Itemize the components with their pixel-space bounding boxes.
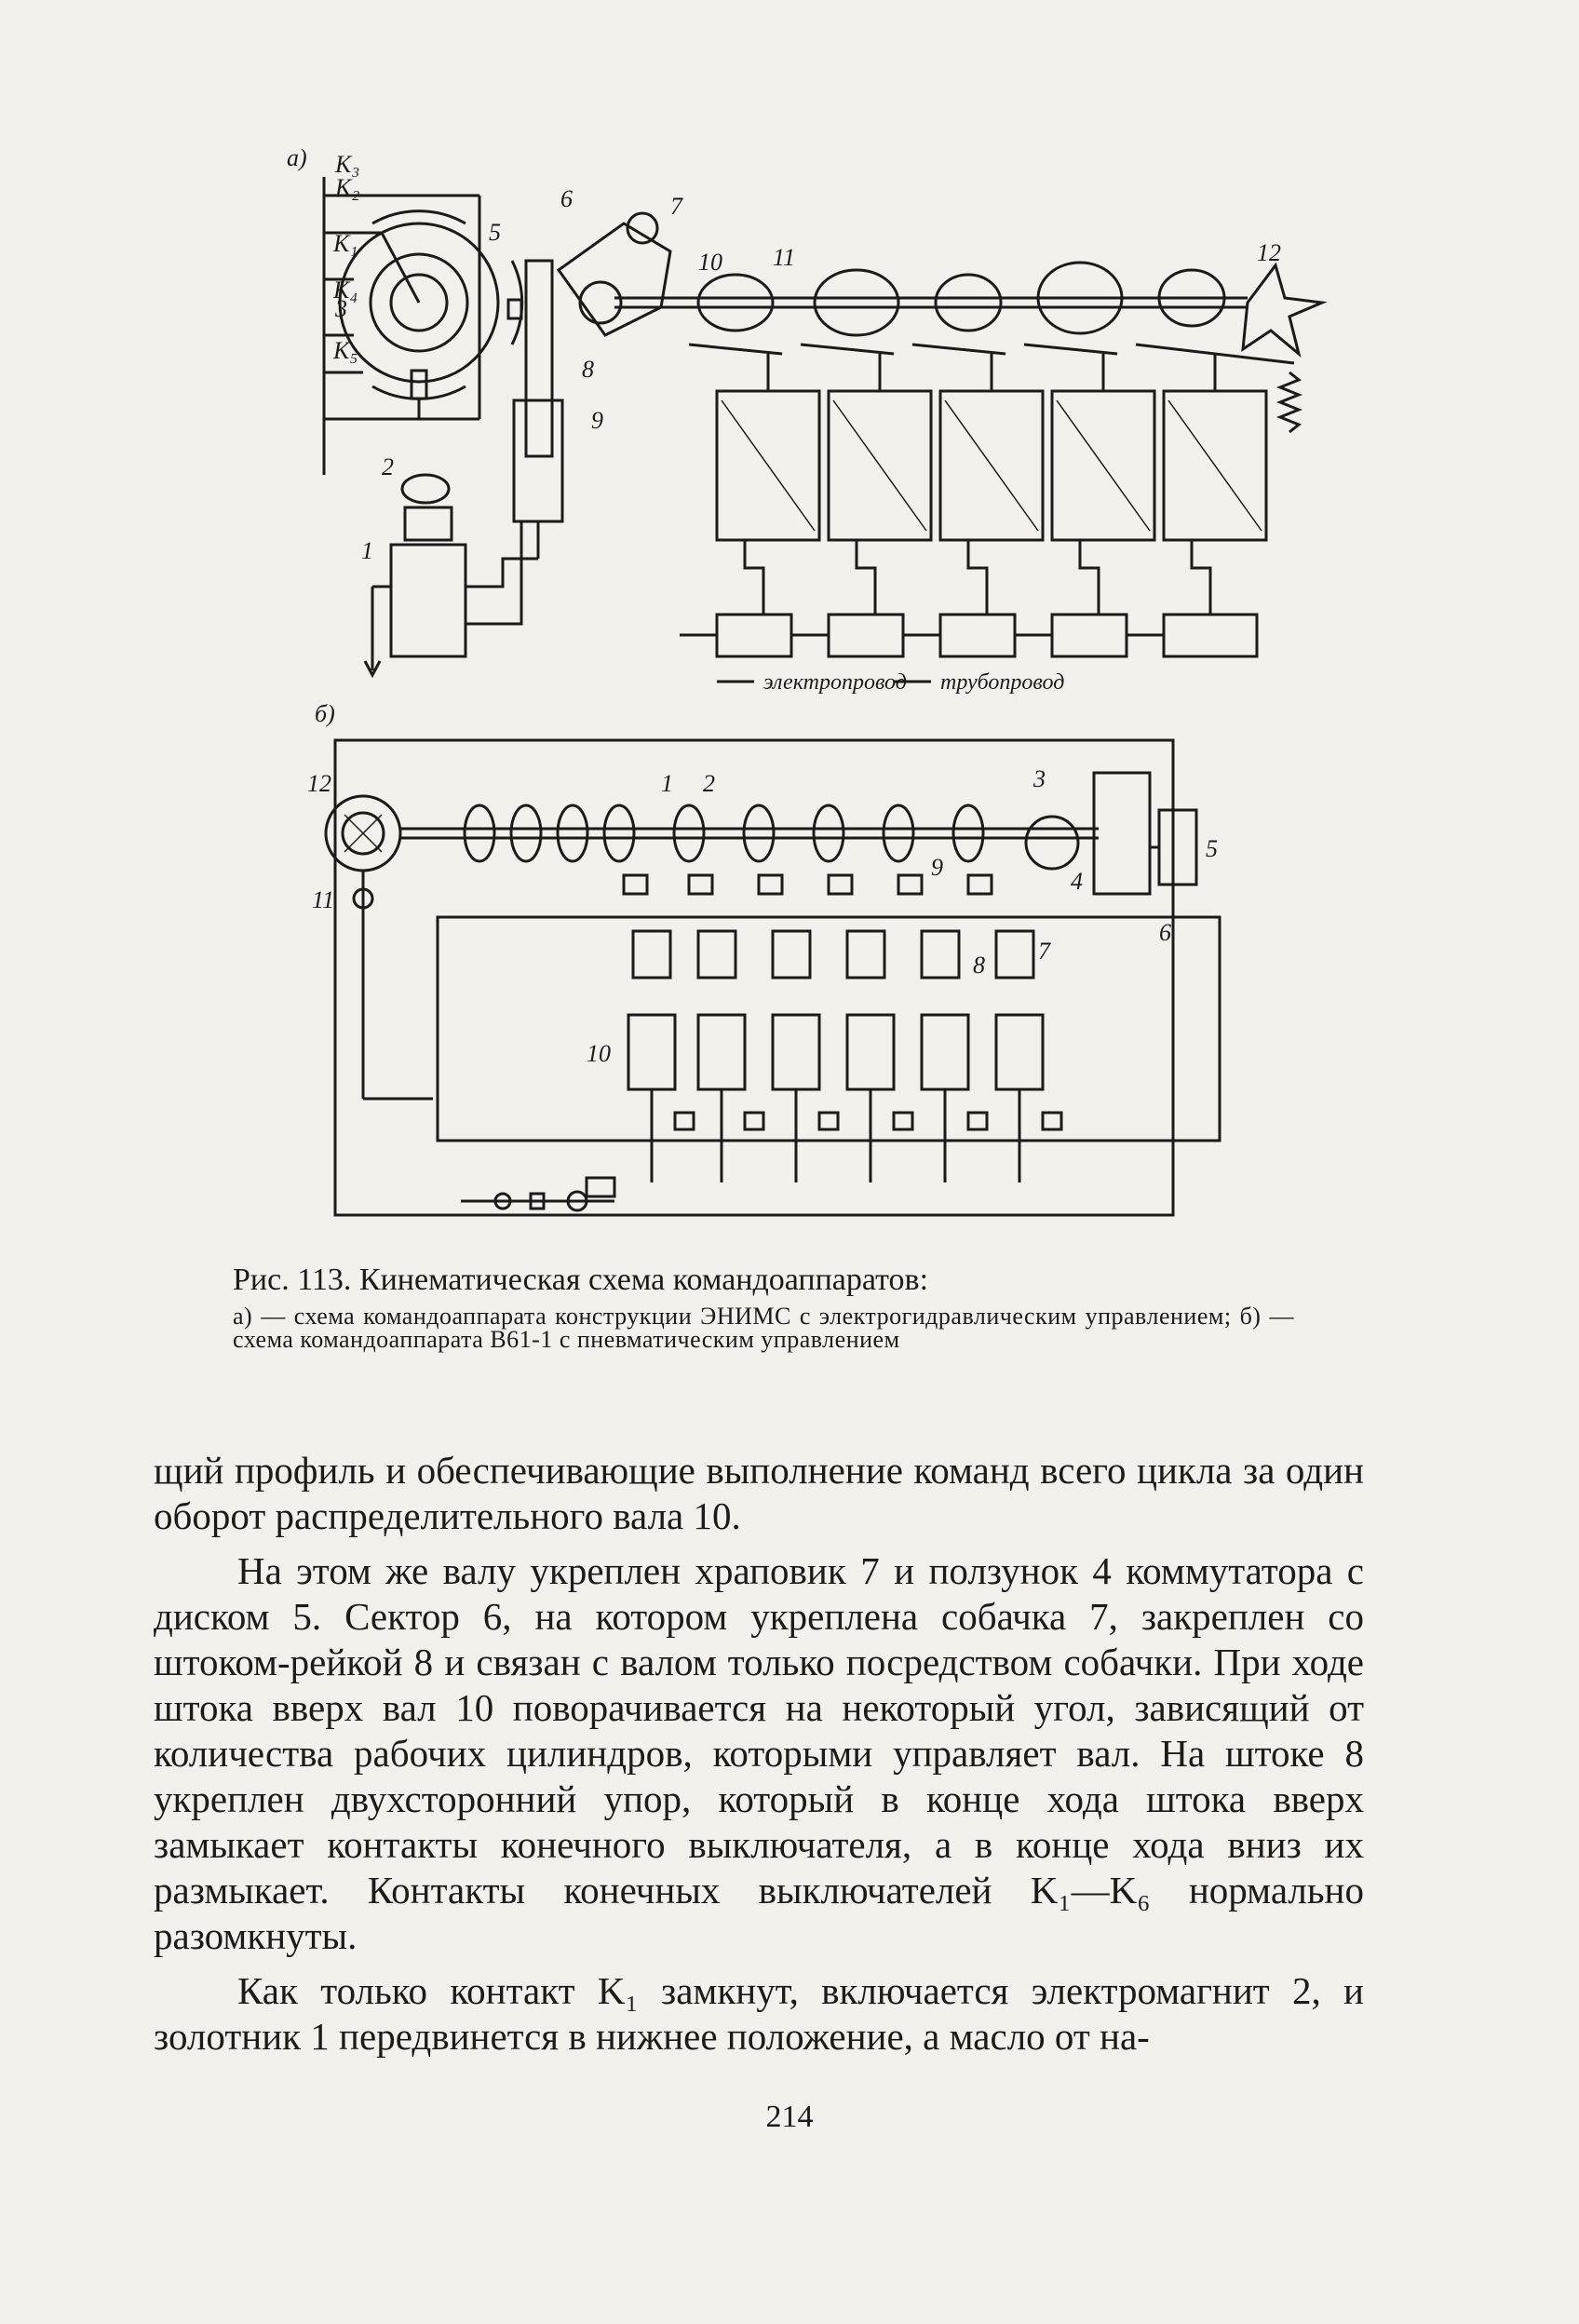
label-6b: 6 [1159, 919, 1171, 946]
label-8a: 8 [582, 356, 594, 383]
label-11a: 11 [773, 244, 795, 271]
label-k4: K₄ [332, 277, 358, 304]
paragraph-2: На этом же валу укреплен храповик 7 и по… [154, 1549, 1364, 1957]
page-number: 214 [765, 2100, 814, 2134]
figure-caption: Рис. 113. Кинематическая схема командоап… [233, 1262, 1294, 1353]
label-2b: 2 [703, 770, 715, 797]
label-5a: 5 [489, 219, 501, 246]
legend-pipe: трубопровод [940, 670, 1064, 695]
label-3a: 3 [334, 295, 347, 322]
label-7a: 7 [670, 193, 683, 220]
label-10a: 10 [698, 249, 722, 276]
label-9a: 9 [591, 407, 603, 434]
paragraph-3: Как только контакт K₁ замкнут, включаетс… [154, 1969, 1364, 2058]
label-k2: K₂ [334, 174, 359, 201]
figure-113: а) K₃ K₂ K₁ K₄ K₅ 5 3 2 1 6 7 10 11 8 9 … [279, 121, 1341, 1257]
label-1a: 1 [361, 537, 373, 564]
label-10b: 10 [587, 1040, 611, 1067]
label-1b: 1 [661, 770, 673, 797]
panel-label-b: б) [315, 700, 335, 727]
label-11b: 11 [312, 886, 334, 913]
label-7b: 7 [1038, 938, 1051, 965]
label-2a: 2 [382, 453, 394, 480]
label-12b: 12 [307, 770, 331, 797]
kinematic-diagrams: а) K₃ K₂ K₁ K₄ K₅ 5 3 2 1 6 7 10 11 8 9 … [287, 144, 1328, 1217]
paragraph-1: щий профиль и обеспечивающие выполнение … [154, 1449, 1364, 1537]
body-text: щий профиль и обеспечивающие выполнение … [154, 1448, 1364, 2060]
label-12a: 12 [1257, 239, 1281, 266]
caption-title: Рис. 113. Кинематическая схема командоап… [233, 1263, 929, 1297]
label-k1: K₁ [332, 230, 358, 257]
panel-label-a: а) [287, 144, 307, 171]
label-4b: 4 [1071, 868, 1083, 895]
label-6a: 6 [560, 185, 573, 212]
label-9b: 9 [931, 854, 943, 881]
caption-description: а) — схема командоаппарата конструкции Э… [233, 1303, 1294, 1353]
label-8b: 8 [973, 952, 985, 979]
label-k5: K₅ [332, 337, 358, 364]
label-5b: 5 [1206, 835, 1218, 862]
legend-electric: электропровод [763, 670, 907, 695]
label-3b: 3 [1032, 765, 1046, 792]
label-k3: K₃ [334, 151, 359, 178]
